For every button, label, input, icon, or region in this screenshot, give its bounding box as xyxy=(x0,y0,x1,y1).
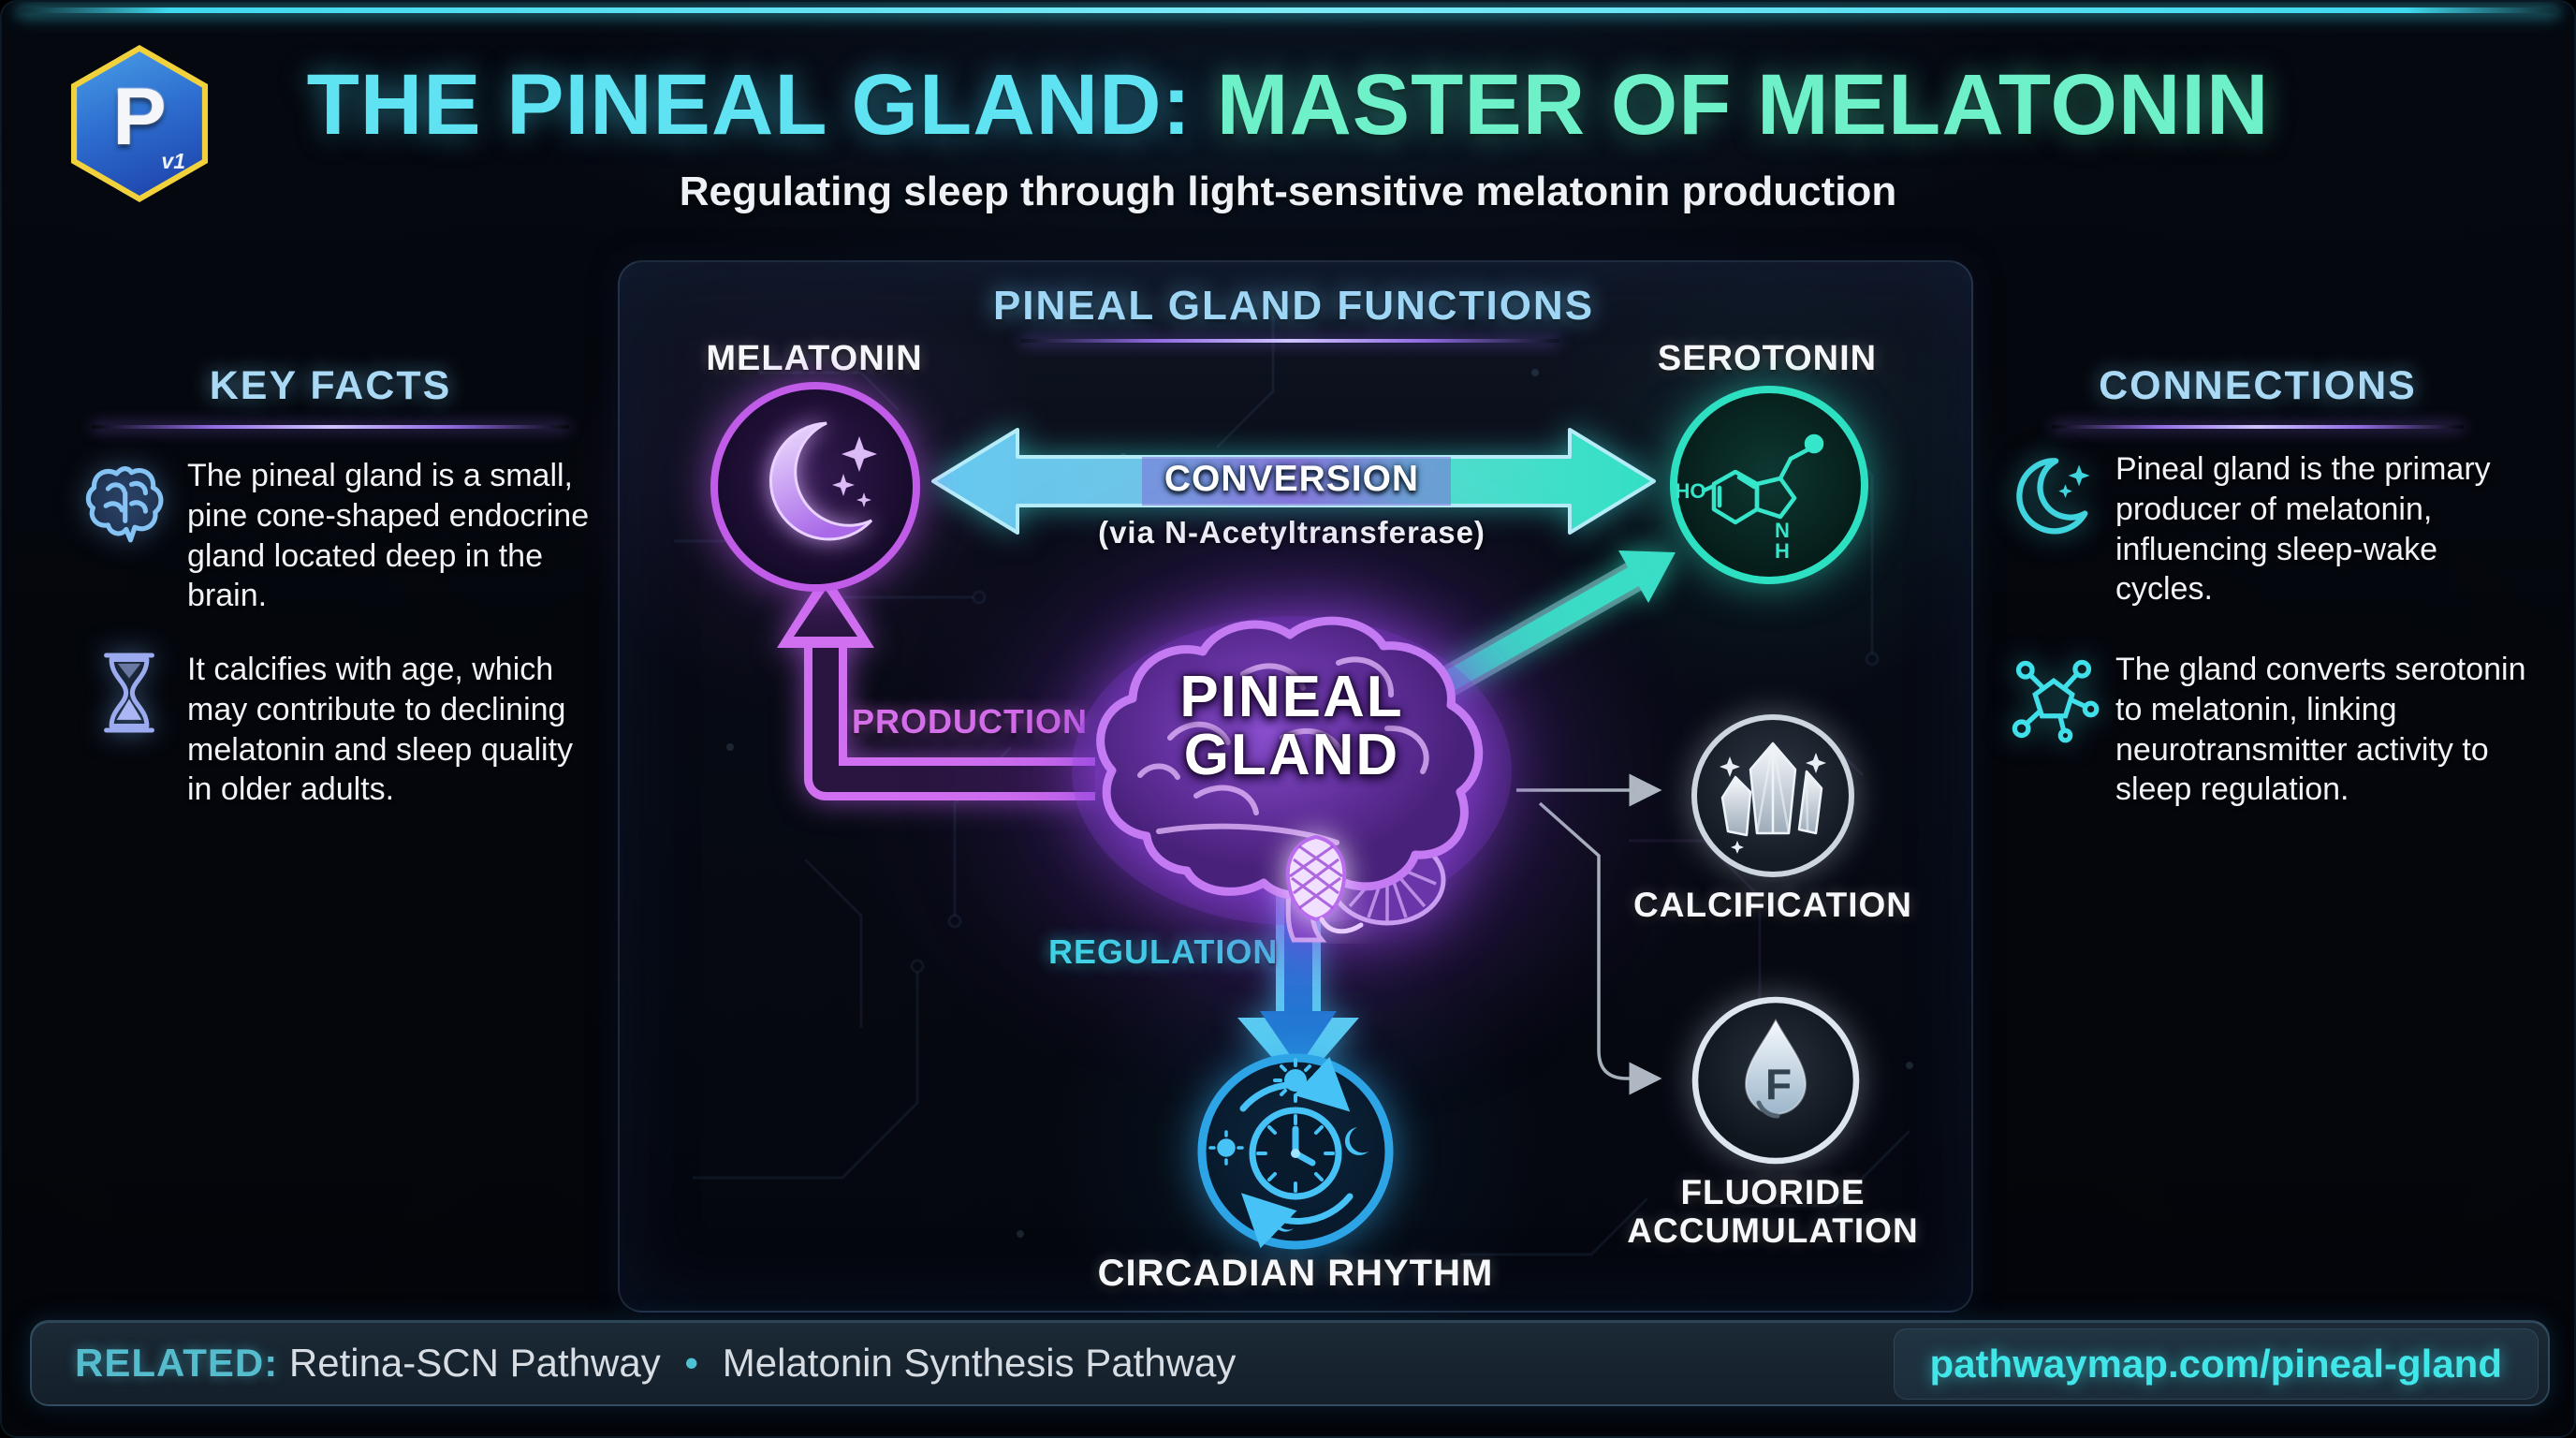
sun-icon xyxy=(1273,1058,1318,1103)
brain-gyri xyxy=(1137,656,1429,845)
sun-small-icon xyxy=(1208,1130,1244,1166)
connections-divider xyxy=(2052,425,2464,429)
fluoride-droplet-icon: F xyxy=(1744,1018,1808,1119)
site-url[interactable]: pathwaymap.com/pineal-gland xyxy=(1929,1342,2502,1386)
related-pathways: RELATED: Retina-SCN Pathway • Melatonin … xyxy=(75,1322,1236,1404)
page-title: THE PINEAL GLAND: MASTER OF MELATONIN xyxy=(2,56,2574,154)
serotonin-ho-label: HO xyxy=(1676,479,1706,503)
logo-version: v1 xyxy=(161,149,185,173)
brand-logo: P v1 xyxy=(62,45,217,202)
connections-heading: CONNECTIONS xyxy=(2099,363,2417,408)
site-url-box: pathwaymap.com/pineal-gland xyxy=(1893,1328,2539,1400)
circadian-label: CIRCADIAN RHYTHM xyxy=(1097,1253,1494,1294)
conversion-label: CONVERSION xyxy=(1164,459,1420,499)
pineal-label-line1: PINEAL xyxy=(1179,665,1404,729)
melatonin-label: MELATONIN xyxy=(706,339,923,378)
page-title-part1: THE PINEAL GLAND: xyxy=(306,57,1217,153)
key-fact-1: The pineal gland is a small, pine cone-s… xyxy=(187,458,590,614)
related-label: RELATED: xyxy=(75,1341,279,1385)
production-arrow xyxy=(777,571,1095,800)
footer-bar: RELATED: Retina-SCN Pathway • Melatonin … xyxy=(30,1320,2550,1406)
fluoride-label: FLUORIDE ACCUMULATION xyxy=(1586,1173,1960,1250)
serotonin-n-label: N xyxy=(1775,519,1790,542)
calcification-label: CALCIFICATION xyxy=(1633,886,1912,924)
fluoride-label-line1: FLUORIDE xyxy=(1680,1173,1866,1211)
pineal-gland-label: PINEAL GLAND xyxy=(1058,668,1526,785)
brain-icon xyxy=(85,466,164,543)
moon-stars-icon xyxy=(768,421,877,541)
key-facts-divider xyxy=(92,425,569,429)
production-label: PRODUCTION xyxy=(852,702,1088,741)
pinecone-gland xyxy=(1285,834,1364,934)
moon-right-icon xyxy=(1344,1127,1368,1155)
crescent-moon-icon xyxy=(2016,458,2090,535)
related-separator: • xyxy=(684,1341,699,1385)
connector-calcification xyxy=(1516,773,1662,1095)
logo-letter: P xyxy=(112,72,167,162)
connection-2: The gland converts serotonin to melatoni… xyxy=(2115,652,2526,808)
conversion-sublabel: (via N-Acetyltransferase) xyxy=(1098,515,1486,550)
conversion-arrow xyxy=(931,428,1656,535)
related-item-2: Melatonin Synthesis Pathway xyxy=(722,1341,1237,1385)
serotonin-label: SEROTONIN xyxy=(1657,339,1878,378)
serotonin-molecule-icon: HO N H xyxy=(1676,433,1824,563)
page-title-part2: MASTER OF MELATONIN xyxy=(1216,57,2270,153)
circadian-node xyxy=(1197,1053,1394,1250)
key-facts-heading: KEY FACTS xyxy=(209,363,452,408)
hourglass-icon xyxy=(104,653,154,733)
regulation-label: REGULATION xyxy=(1048,932,1279,971)
pineal-label-line2: GLAND xyxy=(1183,723,1400,787)
key-fact-2: It calcifies with age, which may contrib… xyxy=(187,652,574,808)
panel-heading-divider xyxy=(1020,339,1559,343)
melatonin-node xyxy=(710,382,920,592)
circadian-clock-icon xyxy=(1208,1056,1368,1249)
panel-heading: PINEAL GLAND FUNCTIONS xyxy=(992,283,1595,329)
fluoride-letter: F xyxy=(1765,1060,1792,1108)
calcification-node xyxy=(1691,714,1854,877)
page-subtitle: Regulating sleep through light-sensitive… xyxy=(679,169,1897,214)
pineal-brain-illustration xyxy=(1072,616,1512,943)
crystals-icon xyxy=(1720,741,1826,854)
serotonin-node: HO N H xyxy=(1670,386,1868,584)
fluoride-node: F xyxy=(1691,996,1860,1165)
connection-1: Pineal gland is the primary producer of … xyxy=(2115,451,2491,608)
top-accent-line xyxy=(17,7,2559,13)
fluoride-label-line2: ACCUMULATION xyxy=(1627,1211,1919,1250)
serotonin-h-label: H xyxy=(1775,539,1790,563)
related-item-1: Retina-SCN Pathway xyxy=(288,1341,661,1385)
molecule-icon xyxy=(2012,659,2100,743)
